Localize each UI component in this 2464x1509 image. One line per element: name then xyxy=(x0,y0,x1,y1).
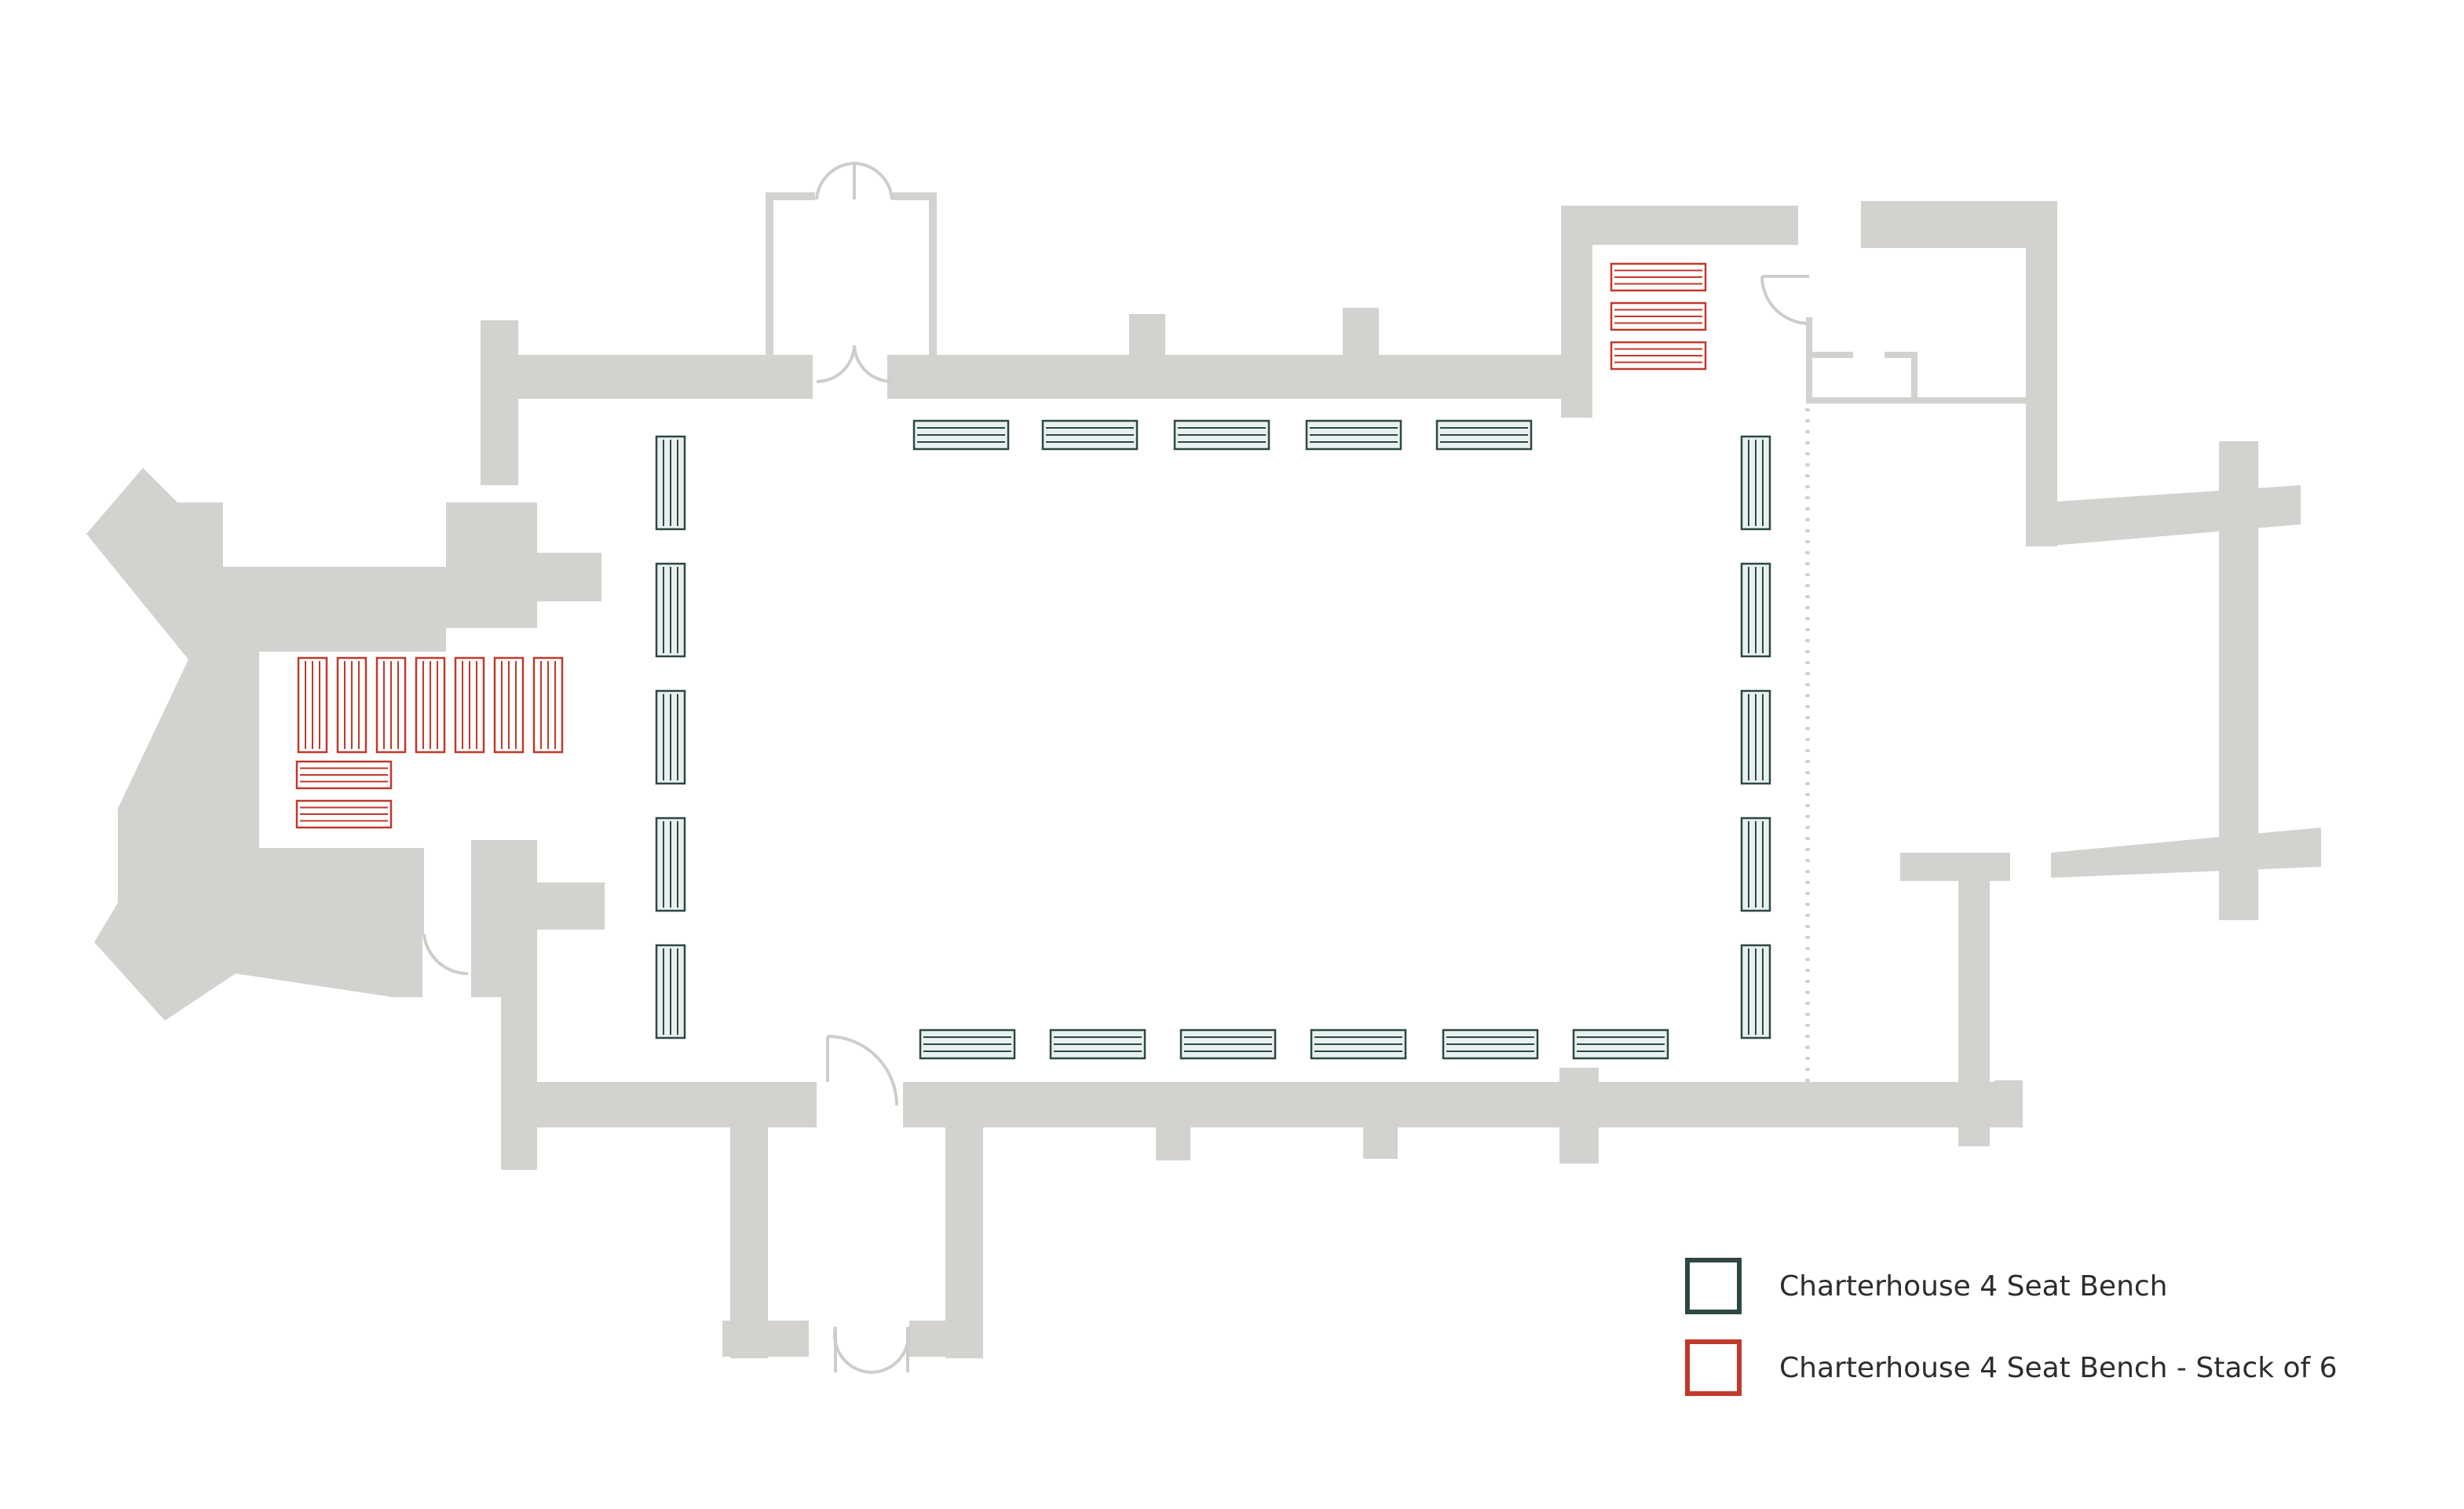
bench-top-3 xyxy=(1173,419,1270,451)
wall-east-arm-top xyxy=(2042,485,2301,546)
bench-left-4 xyxy=(655,817,686,912)
bench-left-2 xyxy=(655,562,686,658)
wall-top-left xyxy=(518,355,813,399)
wall-thin-partition-v2 xyxy=(1911,352,1917,400)
wall-left-lower-block xyxy=(537,882,605,930)
bench-right-3 xyxy=(1740,689,1771,785)
bench-top-2 xyxy=(1041,419,1139,451)
wall-bottom-pier-2 xyxy=(1363,1123,1398,1159)
wall-porch-right xyxy=(945,1123,983,1358)
north-porch-door-swing xyxy=(815,162,894,200)
bench-bottom-4 xyxy=(1310,1029,1407,1060)
wall-thin-partition-h2 xyxy=(1885,352,1916,358)
wall-porch-right-foot xyxy=(909,1321,983,1357)
stack-apse-7 xyxy=(532,656,564,754)
stack-apse-3 xyxy=(375,656,407,754)
legend-swatch-stack xyxy=(1685,1339,1742,1396)
bench-left-1 xyxy=(655,435,686,531)
wall-bottom-right xyxy=(903,1082,2023,1127)
bench-right-1 xyxy=(1740,435,1771,531)
upper-room-door-swing xyxy=(1760,275,1810,325)
wall-bottom-right-cap xyxy=(1900,853,2010,881)
stack-upper-2 xyxy=(1610,301,1707,331)
wall-bottom-pier-1 xyxy=(1156,1123,1190,1160)
walls xyxy=(86,201,2321,1358)
wall-upper-right-top xyxy=(1861,201,2057,248)
wall-top-right xyxy=(887,355,1578,399)
wall-east-arm-bottom xyxy=(2051,828,2321,878)
stack-upper-3 xyxy=(1610,341,1707,371)
wall-stair-block xyxy=(389,856,422,997)
wall-top-pier-1 xyxy=(1129,314,1165,361)
south-door-swing xyxy=(826,1035,898,1106)
wall-porch-left xyxy=(730,1123,768,1358)
wall-upper-right-side xyxy=(2026,201,2057,546)
stack-apse-h-2 xyxy=(295,799,393,829)
wall-upper-room-top xyxy=(1561,206,1797,245)
wall-top-pillar-left xyxy=(481,320,518,485)
stack-apse-4 xyxy=(415,656,446,754)
stair-arc xyxy=(422,934,469,976)
wall-bottom-right-column xyxy=(1958,856,1990,1146)
bench-right-2 xyxy=(1740,562,1771,658)
wall-upper-right-stub xyxy=(1861,201,1885,248)
bench-top-5 xyxy=(1435,419,1533,451)
wall-top-pier-2 xyxy=(1343,308,1379,361)
stack-apse-h-1 xyxy=(295,760,393,790)
bench-bottom-3 xyxy=(1179,1029,1277,1060)
benches xyxy=(295,262,1771,1060)
bench-bottom-5 xyxy=(1442,1029,1539,1060)
bench-bottom-1 xyxy=(919,1029,1016,1060)
stack-upper-1 xyxy=(1610,262,1707,292)
wall-top-notch xyxy=(518,361,565,399)
bench-left-5 xyxy=(655,944,686,1039)
bench-right-5 xyxy=(1740,944,1771,1039)
wall-left-upper-pillar xyxy=(446,502,537,628)
legend-item-stack: Charterhouse 4 Seat Bench - Stack of 6 xyxy=(1685,1336,2392,1399)
doors xyxy=(422,162,1810,1374)
wall-apse xyxy=(86,468,446,1021)
bench-top-1 xyxy=(912,419,1010,451)
south-porch-door-swing xyxy=(832,1326,911,1374)
legend-swatch-bench xyxy=(1685,1258,1742,1314)
bench-bottom-2 xyxy=(1049,1029,1146,1060)
stack-apse-5 xyxy=(454,656,485,754)
legend: Charterhouse 4 Seat Bench Charterhouse 4… xyxy=(1685,1255,2392,1418)
legend-label-stack: Charterhouse 4 Seat Bench - Stack of 6 xyxy=(1779,1351,2338,1384)
wall-upper-room-corner xyxy=(1775,206,1798,245)
bench-right-4 xyxy=(1740,817,1771,912)
bench-left-3 xyxy=(655,689,686,785)
legend-label-bench: Charterhouse 4 Seat Bench xyxy=(1779,1270,2168,1303)
wall-porch-left-foot xyxy=(722,1321,809,1357)
wall-bottom-left xyxy=(537,1082,817,1127)
wall-thin-partition-h xyxy=(1806,397,2034,404)
wall-thin-partition-v xyxy=(1806,317,1812,400)
wall-bottom-right-end xyxy=(1994,1080,2023,1109)
north-porch-outline xyxy=(766,192,815,355)
bench-bottom-6 xyxy=(1572,1029,1669,1060)
stack-apse-6 xyxy=(493,656,525,754)
wall-left-lower-pillar xyxy=(471,840,537,997)
bench-top-4 xyxy=(1305,419,1402,451)
north-porch-outline-right xyxy=(892,192,937,355)
north-porch xyxy=(766,192,937,355)
stack-apse-2 xyxy=(336,656,367,754)
wall-bottom-pier-3 xyxy=(1559,1068,1599,1164)
wall-thin-partition-h3 xyxy=(1806,352,1853,358)
stack-apse-1 xyxy=(297,656,328,754)
legend-item-bench: Charterhouse 4 Seat Bench xyxy=(1685,1255,2392,1317)
wall-left-upper-block xyxy=(537,553,601,601)
north-door-swing xyxy=(816,345,893,384)
